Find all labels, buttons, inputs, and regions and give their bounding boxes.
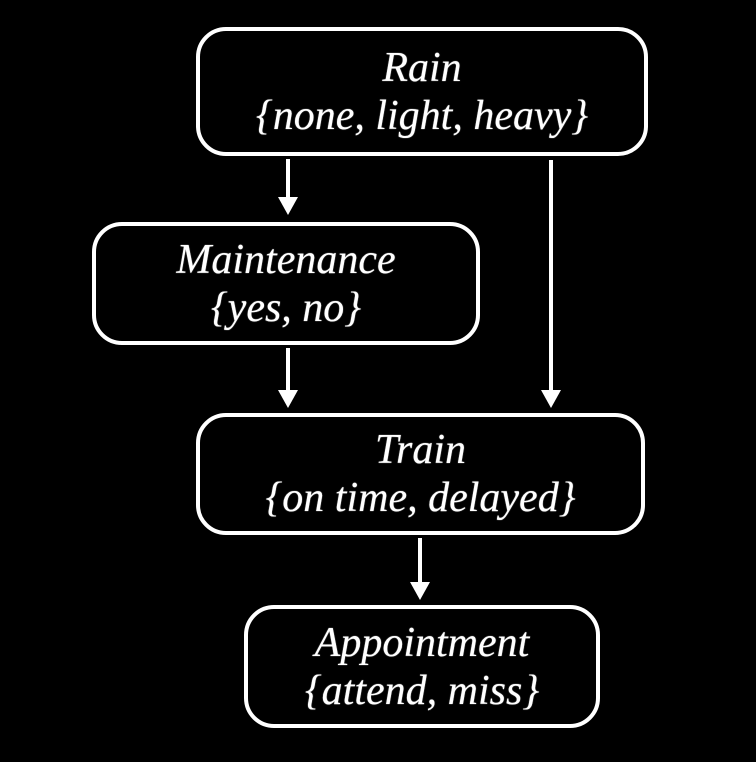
arrow-rain-to-maintenance [278, 159, 298, 215]
node-rain: Rain {none, light, heavy} [196, 27, 648, 156]
node-appointment-values: {attend, miss} [304, 667, 540, 714]
node-rain-title: Rain [382, 44, 462, 91]
node-train: Train {on time, delayed} [196, 413, 645, 535]
node-maintenance-values: {yes, no} [210, 284, 362, 331]
node-maintenance-title: Maintenance [176, 236, 396, 283]
arrow-train-to-appointment [410, 538, 430, 600]
node-appointment: Appointment {attend, miss} [244, 605, 600, 728]
node-maintenance: Maintenance {yes, no} [92, 222, 480, 345]
node-appointment-title: Appointment [314, 619, 530, 666]
node-train-values: {on time, delayed} [265, 475, 576, 521]
arrowhead-icon [541, 390, 561, 408]
arrowhead-icon [278, 197, 298, 215]
node-rain-values: {none, light, heavy} [255, 92, 589, 139]
arrowhead-icon [410, 582, 430, 600]
node-train-title: Train [374, 427, 467, 473]
arrowhead-icon [278, 390, 298, 408]
arrow-maintenance-to-train [278, 348, 298, 408]
arrow-rain-to-train [541, 160, 561, 408]
